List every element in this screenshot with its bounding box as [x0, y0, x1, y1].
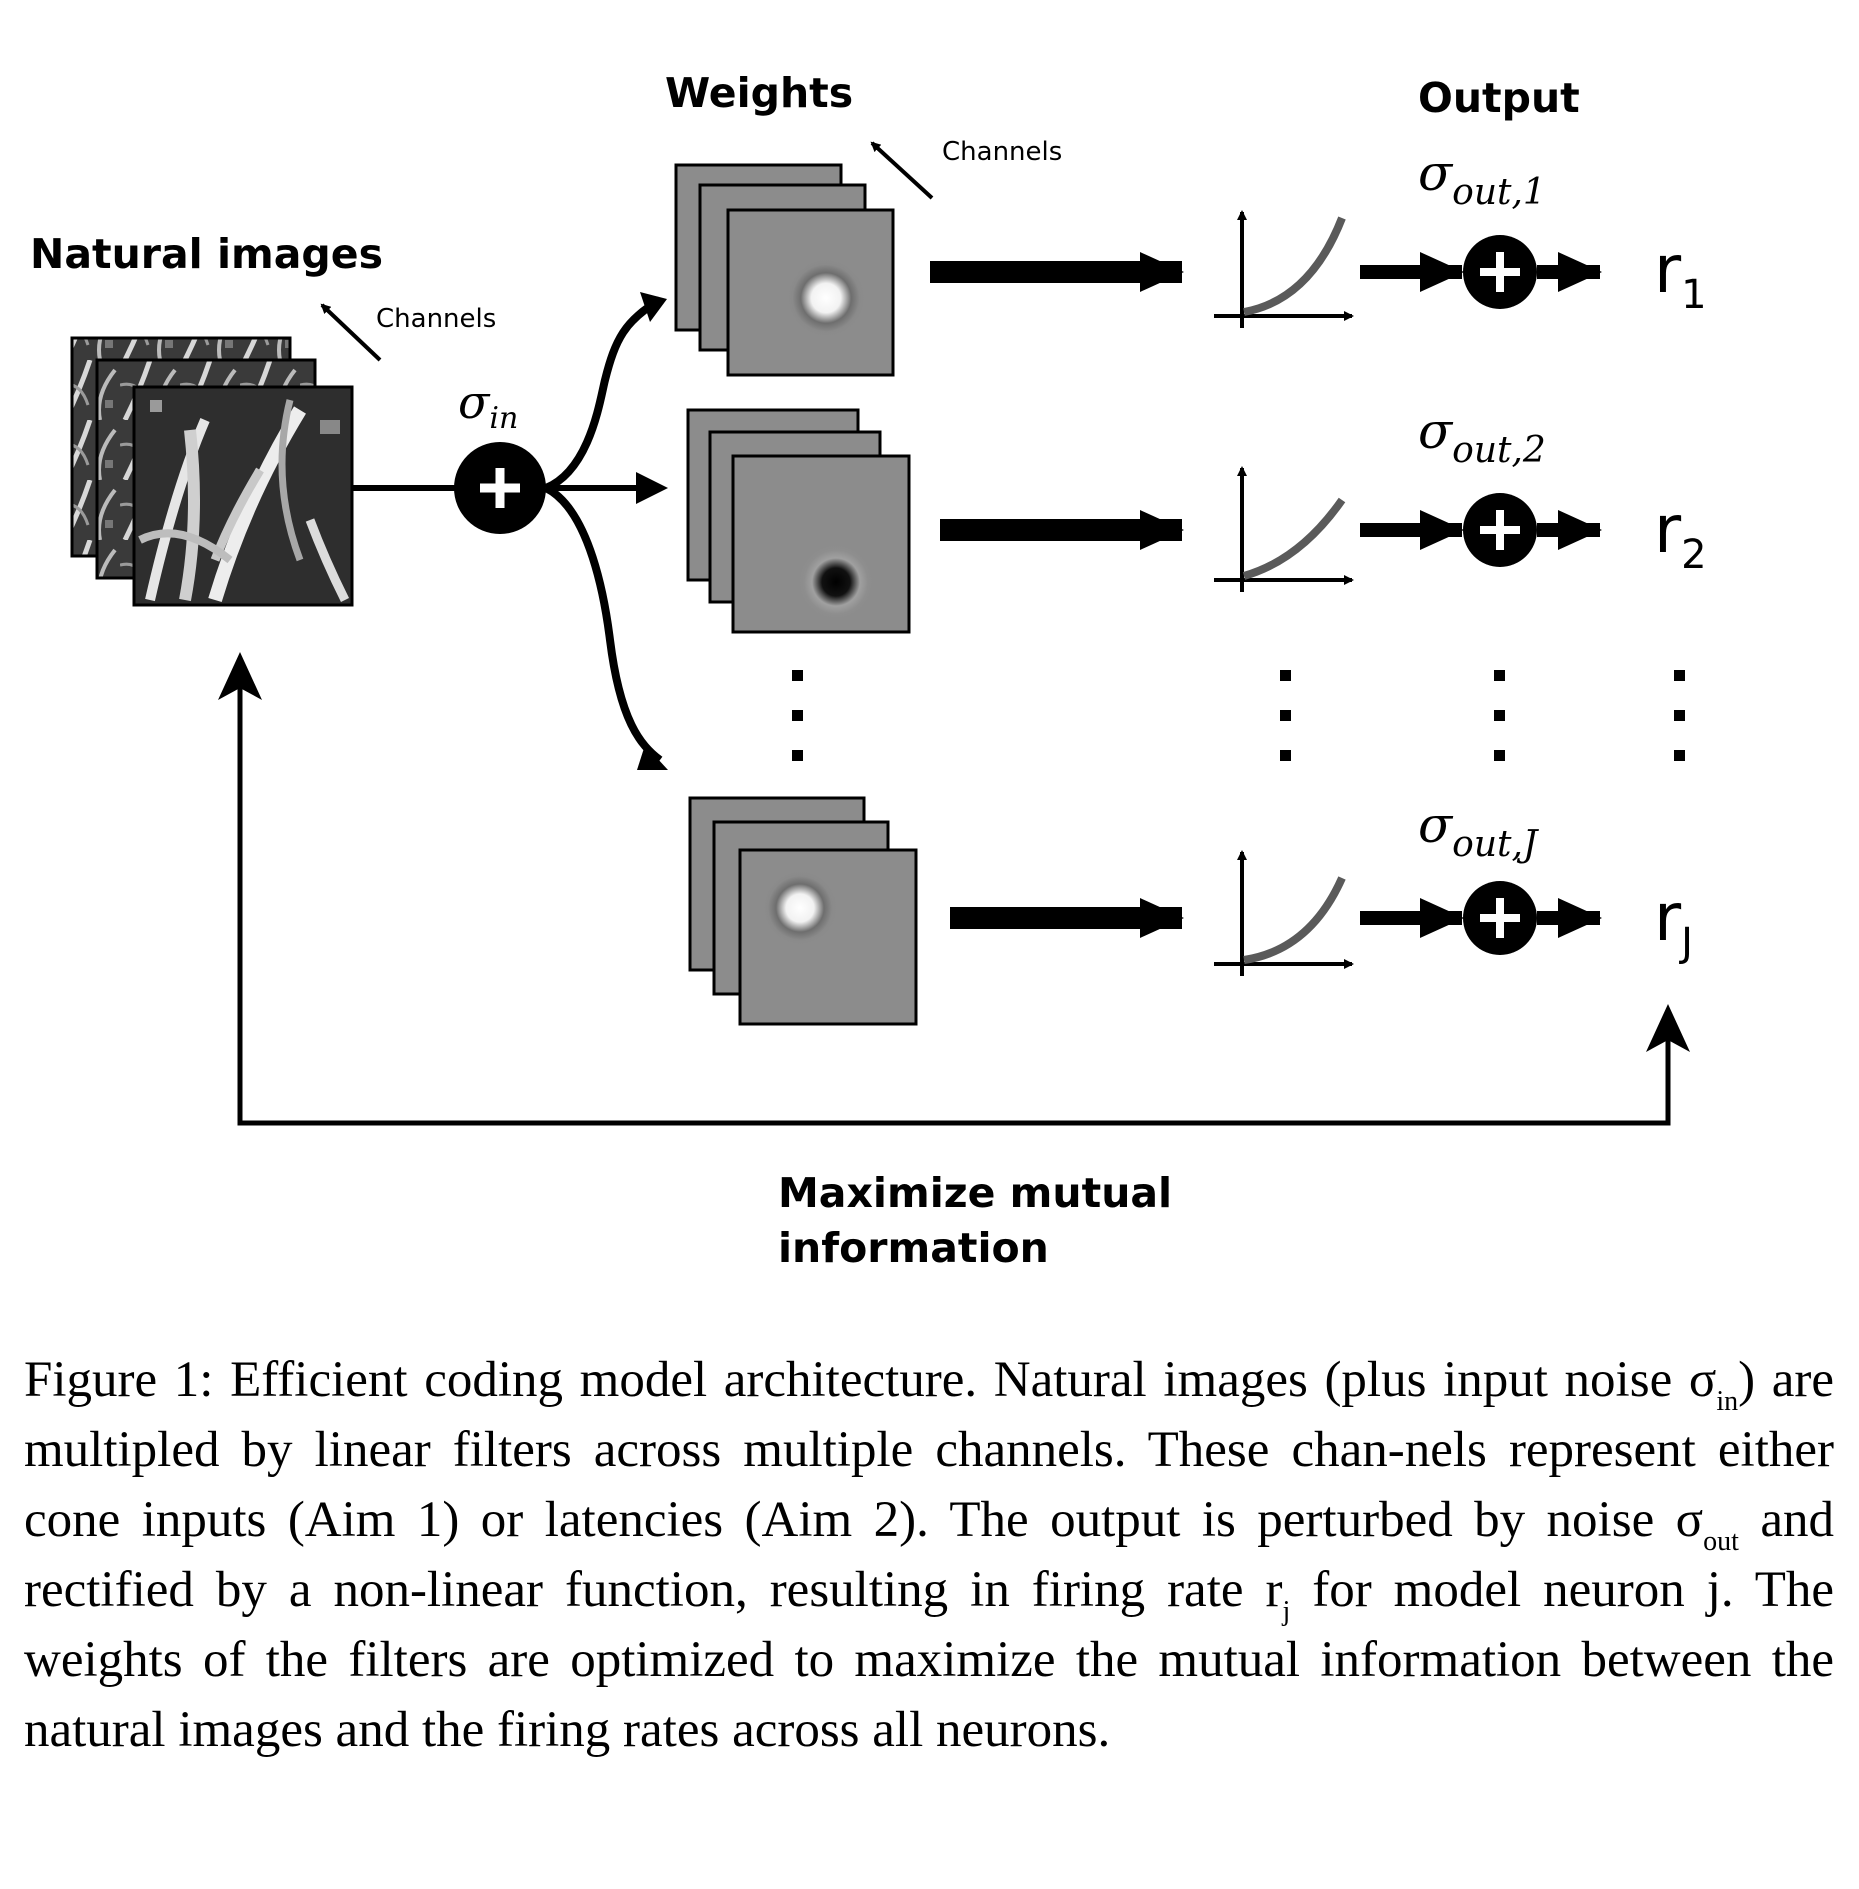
sigma-out-2-label: σout,2: [1418, 402, 1546, 471]
feedback-arrowhead-left: [218, 652, 262, 700]
maximize-label-line2: information: [778, 1224, 1049, 1272]
figure-caption: Figure 1: Efficient coding model archite…: [24, 1345, 1834, 1765]
plus-icon: [1480, 898, 1520, 938]
ellipsis-adders: [1494, 670, 1505, 761]
nonlinearity-plot-1: [1214, 210, 1354, 328]
input-noise-adder: [454, 442, 546, 534]
filter-stack-J: [688, 796, 918, 1026]
nonlinearity-plot-J: [1214, 850, 1354, 976]
plus-icon: [1480, 252, 1520, 292]
filter-center-on: [760, 868, 840, 948]
output-noise-adder-2: [1463, 493, 1537, 567]
channels-arrow-right: [870, 141, 934, 200]
caption-text-3: and rectified by a non-linear function, …: [24, 1492, 1834, 1618]
branch-arrowhead-top: [640, 292, 667, 322]
feedback-loop-line: [237, 665, 1671, 1126]
filter-stack-2: [686, 408, 911, 634]
ellipsis-rates: [1674, 670, 1685, 761]
filter-stack-1: [674, 163, 895, 377]
branch-arrowhead-bottom: [637, 745, 668, 770]
weights-label: Weights: [665, 69, 853, 117]
sigma-out-J-label: σout,J: [1418, 796, 1540, 865]
sigma-in-label: σin: [458, 375, 518, 436]
filter-center-off: [796, 542, 876, 622]
rate-r2-label: r2: [1654, 491, 1707, 578]
plus-icon: [1480, 510, 1520, 550]
natural-images-label: Natural images: [30, 230, 383, 278]
ellipsis-weights: [792, 670, 803, 761]
natural-images-stack: [70, 336, 354, 607]
caption-sub-j: j: [1282, 1596, 1291, 1627]
nonlinearity-plot-2: [1214, 466, 1354, 592]
sigma-out-1-label: σout,1: [1418, 144, 1546, 213]
rate-rJ-label: rJ: [1654, 879, 1693, 966]
branch-arrow-bottom: [543, 484, 663, 764]
channels-label-left: Channels: [376, 304, 496, 334]
caption-text-1: Figure 1: Efficient coding model archite…: [24, 1352, 1717, 1408]
output-label: Output: [1418, 74, 1580, 122]
filter-center-on: [784, 256, 868, 340]
caption-text-2: ) are multipled by linear filters across…: [24, 1352, 1834, 1548]
branch-arrow-top: [544, 296, 662, 492]
output-noise-adder-J: [1463, 881, 1537, 955]
channels-label-right: Channels: [942, 137, 1062, 167]
rate-r1-label: r1: [1654, 231, 1707, 318]
maximize-label-line1: Maximize mutual: [778, 1169, 1172, 1217]
channels-arrow-left: [320, 303, 382, 362]
ellipsis-nonlinearity: [1280, 670, 1291, 761]
plus-icon: [480, 468, 520, 508]
caption-sub-in: in: [1716, 1386, 1739, 1417]
feedback-arrowhead-right: [1646, 1004, 1690, 1052]
caption-sub-out: out: [1703, 1526, 1739, 1557]
grass-image: [138, 399, 350, 603]
branch-arrowhead-middle: [636, 472, 668, 504]
output-noise-adder-1: [1463, 235, 1537, 309]
caption-text-4: for model neuron j. The weights of the f…: [24, 1562, 1834, 1758]
architecture-diagram: Natural images Channels σin Weights Chan…: [30, 69, 1707, 1272]
